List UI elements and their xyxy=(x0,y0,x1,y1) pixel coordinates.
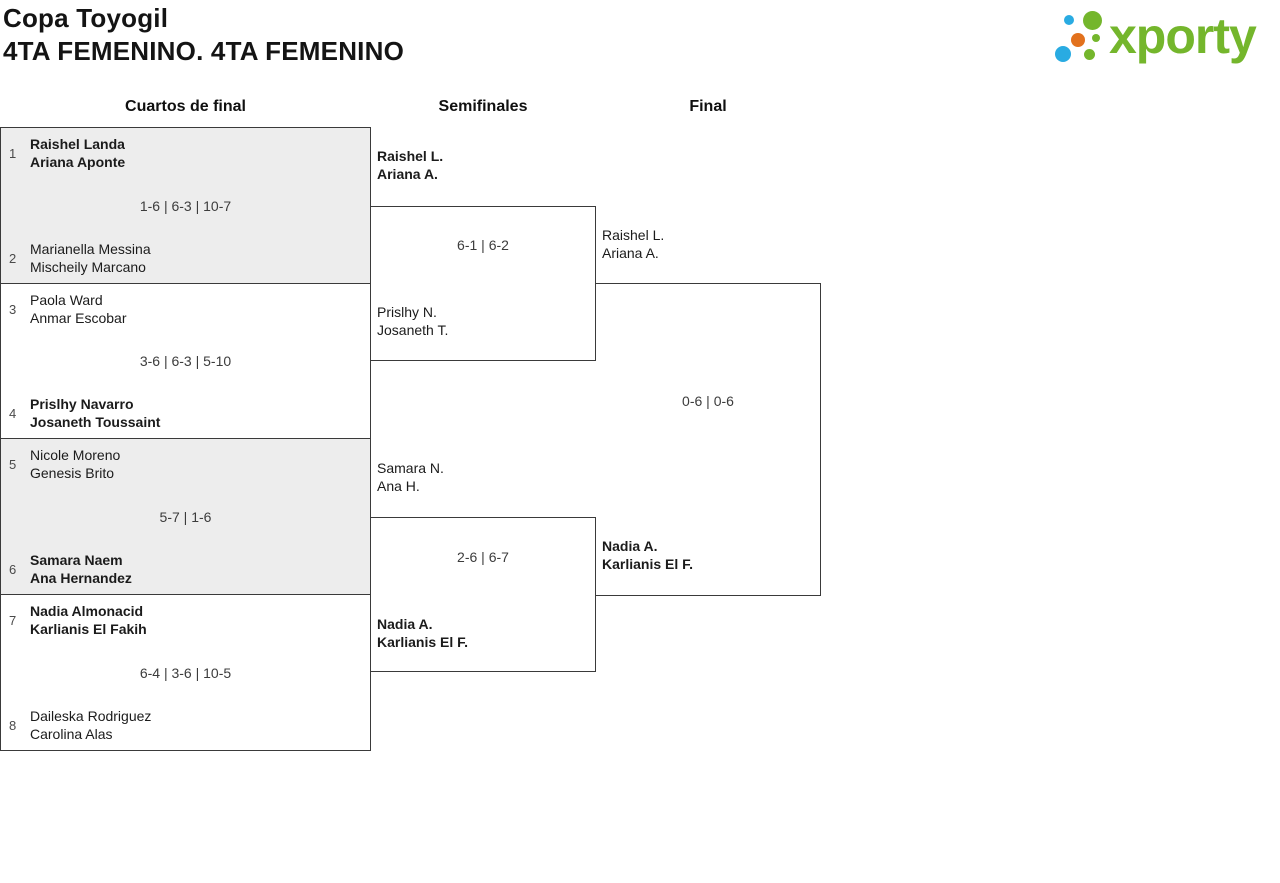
team-names: Prislhy N. Josaneth T. xyxy=(377,303,448,339)
match-quarterfinal-1: 1 Raishel Landa Ariana Aponte 1-6 | 6-3 … xyxy=(0,127,371,284)
team-slot: 5 Nicole Moreno Genesis Brito xyxy=(9,446,362,482)
team-names: Raishel L. Ariana A. xyxy=(377,147,443,183)
seed-number: 3 xyxy=(9,301,17,317)
match-score: 5-7 | 1-6 xyxy=(159,508,212,525)
team-names: Nadia A. Karlianis El F. xyxy=(377,615,468,651)
round-header-final: Final xyxy=(689,98,727,115)
player-name: Ana H. xyxy=(377,478,420,494)
player-name: Prislhy Navarro xyxy=(30,396,134,412)
player-name: Samara N. xyxy=(377,460,444,476)
team-names: Raishel Landa Ariana Aponte xyxy=(30,135,125,171)
seed-number: 4 xyxy=(9,405,17,421)
team-names: Raishel L. Ariana A. xyxy=(602,226,664,262)
team-names: Prislhy Navarro Josaneth Toussaint xyxy=(30,395,160,431)
logo-dot-icon xyxy=(1064,15,1074,25)
seed-number: 1 xyxy=(9,145,17,161)
tournament-title: Copa Toyogil xyxy=(3,3,169,33)
player-name: Karlianis El F. xyxy=(602,556,694,572)
match-semifinal-2 xyxy=(370,517,596,672)
seed-number: 6 xyxy=(9,561,17,577)
player-name: Josaneth T. xyxy=(377,322,449,338)
team-names: Daileska Rodriguez Carolina Alas xyxy=(30,707,151,743)
match-final xyxy=(595,283,821,596)
player-name: Samara Naem xyxy=(30,552,123,568)
team-slot: 4 Prislhy Navarro Josaneth Toussaint xyxy=(9,395,362,431)
player-name: Mischeily Marcano xyxy=(30,259,146,275)
logo-dot-icon xyxy=(1092,34,1100,42)
team-names: Paola Ward Anmar Escobar xyxy=(30,291,126,327)
logo-dot-icon xyxy=(1084,49,1095,60)
player-name: Josaneth Toussaint xyxy=(30,414,161,430)
player-name: Nicole Moreno xyxy=(30,447,121,463)
player-name: Daileska Rodriguez xyxy=(30,708,152,724)
match-score: 6-4 | 3-6 | 10-5 xyxy=(139,664,232,681)
player-name: Carolina Alas xyxy=(30,726,113,742)
team-names: Samara N. Ana H. xyxy=(377,459,444,495)
team-names: Nicole Moreno Genesis Brito xyxy=(30,446,120,482)
logo-dot-icon xyxy=(1071,33,1085,47)
logo-dot-icon xyxy=(1083,11,1102,30)
match-score: 1-6 | 6-3 | 10-7 xyxy=(139,197,232,214)
match-score: 6-1 | 6-2 xyxy=(457,237,509,253)
round-header-quarterfinals: Cuartos de final xyxy=(125,98,246,115)
seed-number: 8 xyxy=(9,717,17,733)
player-name: Ariana A. xyxy=(602,245,659,261)
match-score: 0-6 | 0-6 xyxy=(682,393,734,409)
player-name: Raishel L. xyxy=(377,148,444,164)
category-title: 4TA FEMENINO. 4TA FEMENINO xyxy=(3,36,404,66)
match-quarterfinal-3: 5 Nicole Moreno Genesis Brito 5-7 | 1-6 … xyxy=(0,438,371,595)
match-score: 2-6 | 6-7 xyxy=(457,549,509,565)
match-quarterfinal-4: 7 Nadia Almonacid Karlianis El Fakih 6-4… xyxy=(0,594,371,751)
logo-dot-icon xyxy=(1055,46,1071,62)
player-name: Anmar Escobar xyxy=(30,310,127,326)
player-name: Ana Hernandez xyxy=(30,570,132,586)
team-slot: 8 Daileska Rodriguez Carolina Alas xyxy=(9,707,362,743)
team-slot: 3 Paola Ward Anmar Escobar xyxy=(9,291,362,327)
page-header: Copa Toyogil 4TA FEMENINO. 4TA FEMENINO xyxy=(3,2,404,68)
team-names: Marianella Messina Mischeily Marcano xyxy=(30,240,151,276)
team-slot: 2 Marianella Messina Mischeily Marcano xyxy=(9,240,362,276)
team-slot: 6 Samara Naem Ana Hernandez xyxy=(9,551,362,587)
player-name: Karlianis El Fakih xyxy=(30,621,147,637)
team-slot: 7 Nadia Almonacid Karlianis El Fakih xyxy=(9,602,362,638)
player-name: Ariana A. xyxy=(377,166,438,182)
team-names: Nadia A. Karlianis El F. xyxy=(602,537,693,573)
player-name: Genesis Brito xyxy=(30,465,115,481)
player-name: Karlianis El F. xyxy=(377,634,469,650)
player-name: Nadia A. xyxy=(377,616,433,632)
player-name: Nadia A. xyxy=(602,538,658,554)
player-name: Raishel Landa xyxy=(30,136,125,152)
seed-number: 5 xyxy=(9,456,17,472)
match-score: 3-6 | 6-3 | 5-10 xyxy=(139,353,232,369)
round-header-semifinals: Semifinales xyxy=(438,98,528,115)
seed-number: 2 xyxy=(9,250,17,266)
seed-number: 7 xyxy=(9,612,17,628)
match-quarterfinal-2: 3 Paola Ward Anmar Escobar 3-6 | 6-3 | 5… xyxy=(0,283,371,439)
team-names: Nadia Almonacid Karlianis El Fakih xyxy=(30,602,147,638)
player-name: Prislhy N. xyxy=(377,304,437,320)
team-names: Samara Naem Ana Hernandez xyxy=(30,551,132,587)
team-slot: 1 Raishel Landa Ariana Aponte xyxy=(9,135,362,171)
player-name: Paola Ward xyxy=(30,292,103,308)
logo-wordmark: xporty xyxy=(1109,8,1257,64)
player-name: Ariana Aponte xyxy=(30,154,126,170)
xporty-logo[interactable]: xporty xyxy=(1045,4,1280,72)
player-name: Nadia Almonacid xyxy=(30,603,144,619)
player-name: Marianella Messina xyxy=(30,241,151,257)
player-name: Raishel L. xyxy=(602,227,665,243)
